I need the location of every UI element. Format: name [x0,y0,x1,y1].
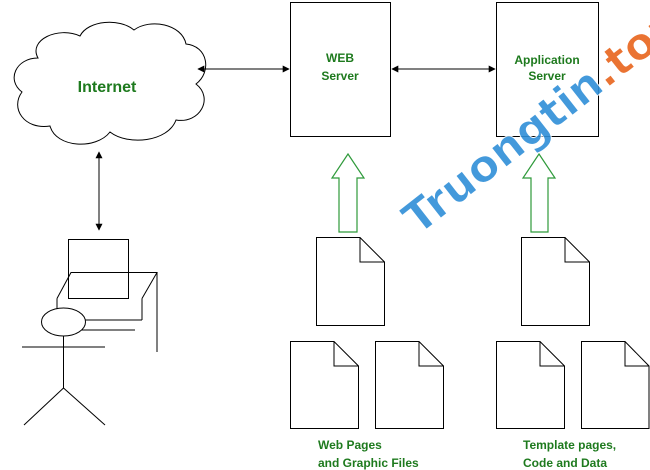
graphic-file-document-icon [375,341,444,429]
web-server-box: WEB Server [290,2,391,137]
web-files-caption-line2: and Graphic Files [318,456,419,470]
internet-cloud: Internet [13,21,207,145]
app-server-label-line1: Application [514,53,579,67]
template-files-caption-line1: Template pages, [523,438,616,452]
person-head [41,307,86,337]
monitor-icon [68,239,129,299]
web-files-caption-line1: Web Pages [318,438,382,452]
template-document-icon [521,237,590,326]
person-left-leg [23,387,64,426]
template-files-up-arrow [521,152,557,233]
app-server-label-line2: Server [528,69,566,83]
user-computer-icon [22,239,158,426]
web-page-document-icon [290,341,359,429]
internet-label: Internet [78,79,137,96]
desk-top [56,272,158,299]
app-server-box: Application Server [496,2,599,137]
data-document-icon [581,341,650,429]
web-page-document-icon [316,237,385,326]
code-document-icon [496,341,565,429]
web-server-label-line2: Server [321,69,359,83]
template-files-caption-line2: Code and Data [523,456,607,470]
person-right-leg [63,387,106,426]
web-files-up-arrow [330,152,366,233]
web-server-label-line1: WEB [326,51,354,65]
